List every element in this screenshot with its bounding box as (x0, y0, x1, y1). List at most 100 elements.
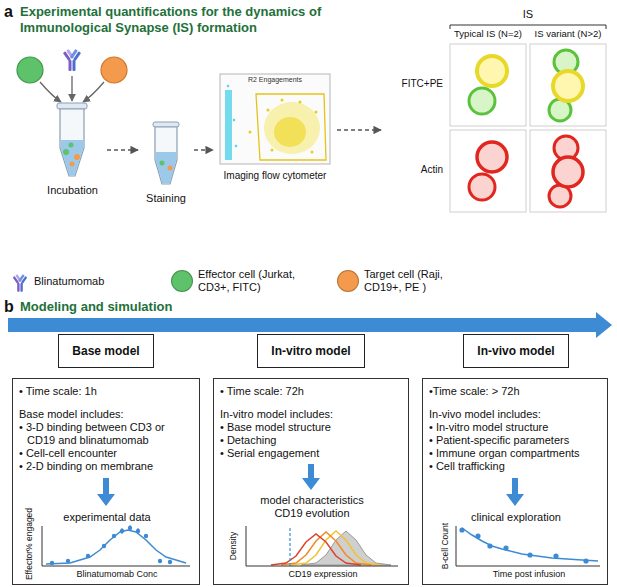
cytometer-scatter (267, 109, 270, 112)
panel-text: • Cell-cell encounter (19, 447, 193, 460)
node-text: Incubation (40, 184, 105, 197)
model-panel: • Time scale: 72hIn-vitro model includes… (213, 378, 409, 585)
text-slot: Incubation (40, 184, 105, 197)
bcell-chart (459, 527, 464, 532)
text-slot: R2 Engagements (215, 76, 335, 84)
bcell-chart (583, 558, 588, 563)
bcell-chart (456, 526, 600, 566)
cell-icons (63, 49, 81, 71)
engagement-chart (50, 561, 54, 565)
text-slot: CD19 expression (228, 569, 418, 580)
microscopy-image (469, 174, 495, 200)
tube-node: Staining (140, 118, 192, 206)
down-arrow (506, 478, 524, 506)
microscopy-image (450, 44, 526, 126)
text-slot: Imaging flow cytometer (215, 170, 335, 182)
cytometer-scatter (220, 74, 330, 164)
text-slot: Target cell (Raji, CD19+, PE ) (364, 268, 460, 294)
text-column: • Time scale: 72hIn-vitro model includes… (220, 385, 402, 460)
header-text: In-vitro model (271, 344, 350, 358)
axis-label: Density (228, 532, 238, 560)
text-column: •Time scale: > 72hIn-vivo model includes… (429, 385, 601, 473)
microscopy-image (553, 157, 583, 187)
bcell-chart (527, 552, 532, 557)
cytometer-scatter (271, 149, 274, 152)
tube-icon (156, 152, 177, 183)
tube-icon (60, 109, 84, 176)
mixing-arrows (83, 82, 104, 102)
model-header: In-vivo model (463, 334, 568, 368)
engagement-chart (42, 526, 190, 566)
text-slot: clinical exploration (423, 511, 609, 524)
cytometer-scatter (235, 145, 238, 148)
cytometer-scatter (220, 74, 330, 164)
bcell-chart (456, 526, 600, 566)
is-image-panel: ISTypical IS (N=2)IS variant (N>2)FITC+P… (383, 4, 612, 222)
dashed-arrow (337, 129, 381, 130)
text-slot: Effector% engaged (24, 508, 34, 580)
node-text: Imaging flow cytometer (215, 170, 335, 182)
engagement-chart (46, 530, 186, 564)
microscopy-image (450, 44, 606, 212)
bcell-chart (462, 528, 598, 561)
microscopy-image (530, 130, 606, 212)
text-slot: b (4, 297, 14, 316)
cytometer-scatter (311, 151, 314, 154)
node-text: Blinatumomab Conc (27, 569, 207, 580)
node-text: IS (448, 8, 608, 21)
cytometer-scatter (227, 85, 230, 88)
panel-letter: b (4, 297, 14, 316)
text-slot: B-cell Count (440, 523, 450, 569)
text-slot: Typical IS (N=2) (443, 28, 533, 39)
tube-icon (57, 103, 179, 184)
tube-icon (69, 143, 74, 148)
legend-text: Effector cell (Jurkat, CD3+, FITC) (198, 268, 310, 294)
microscopy-image (450, 130, 526, 212)
density-chart (271, 534, 361, 565)
engagement-chart (122, 525, 138, 534)
cytometer-scatter (264, 102, 320, 154)
engagement-chart (168, 560, 172, 564)
panel-text: •Time scale: > 72h (429, 385, 601, 398)
tube-icon (74, 154, 80, 160)
axis-label: Effector% engaged (24, 508, 34, 580)
bcell-chart (475, 533, 480, 538)
legend-text: Target cell (Raji, CD19+, PE ) (364, 268, 460, 294)
mixing-arrows (40, 82, 61, 102)
node-text: experimental data (13, 511, 201, 524)
node-text: Typical IS (N=2) (443, 28, 533, 39)
cell-icons (101, 57, 127, 83)
density-chart (246, 526, 398, 566)
node-text: clinical exploration (423, 511, 609, 524)
panel-text: In-vitro model includes: (220, 408, 402, 421)
text-slot: IS (448, 8, 608, 21)
legend-swatch (171, 270, 193, 292)
density-chart (246, 526, 398, 566)
panel-text: Base model includes: (19, 408, 193, 421)
cytometer-scatter (274, 117, 306, 147)
dashed-arrow (107, 149, 138, 150)
bcell-chart (503, 545, 508, 550)
mixing-arrows (71, 76, 72, 101)
tube-icon (57, 103, 87, 109)
engagement-chart (112, 534, 116, 538)
down-arrow (97, 478, 115, 506)
engagement-chart (158, 559, 162, 563)
cytometer-scatter (281, 99, 284, 102)
tube-icon (155, 127, 177, 184)
engagement-chart (102, 544, 106, 548)
model-panel: • Time scale: 1hBase model includes:• 3-… (12, 378, 200, 585)
bcell-chart (487, 543, 492, 548)
text-slot: Staining (140, 192, 192, 205)
engagement-chart (128, 526, 132, 530)
dashed-arrow (194, 149, 213, 150)
cytometer-plot: R2 EngagementsImaging flow cytometer (215, 70, 335, 186)
panel-text: • Immune organ compartments (429, 447, 601, 460)
panel-text: • Base model structure (220, 421, 402, 434)
mixing-arrows (40, 76, 104, 102)
panel-text: • In-vitro model structure (429, 421, 601, 434)
density-chart (281, 532, 371, 565)
panel-heading: Experimental quantifications for the dyn… (20, 4, 390, 35)
cytometer-scatter (233, 119, 236, 122)
tube-icon (160, 161, 165, 166)
